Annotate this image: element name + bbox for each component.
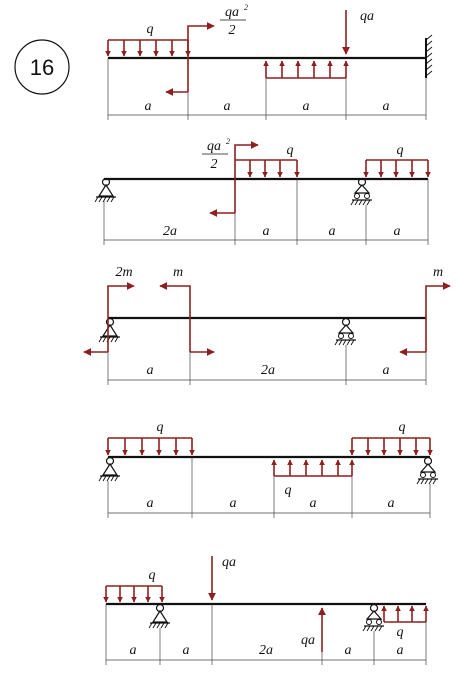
beam-5-dim-a1: a	[130, 643, 137, 658]
beam-5-roller-support	[362, 603, 384, 632]
beam-4-dim-a1: a	[147, 496, 154, 511]
beam-2-moment-den: 2	[211, 157, 218, 172]
beam-5-pin-support	[148, 603, 170, 629]
beam-1-dimensions: a a a a	[107, 58, 427, 120]
beam-3-dim-a2: a	[383, 363, 390, 378]
beam-1-dim-a2: a	[224, 99, 231, 114]
beam-2-distributed-load-mid: q	[235, 143, 300, 178]
beam-1-qa-label: qa	[360, 9, 374, 24]
beam-1-dim-a4: a	[383, 99, 390, 114]
beam-4-dim-a4: a	[388, 496, 395, 511]
beam-4-dim-a2: a	[230, 496, 237, 511]
beam-5-dimensions: a a 2a a a	[105, 604, 427, 665]
beam-5: q qa qa q a	[103, 555, 429, 665]
beam-5-point-load-down: qa	[208, 555, 236, 601]
beam-5-qa-label-top: qa	[222, 555, 236, 570]
problem-number: 16	[14, 39, 70, 95]
beam-4-dim-a3: a	[310, 496, 317, 511]
beam-2-dimensions: 2a a a a	[103, 179, 429, 245]
beam-3-moment-m-mid: m	[159, 265, 215, 356]
beam-2-pin-support	[94, 177, 116, 203]
beam-4-q-label-right: q	[399, 420, 406, 435]
beam-5-qa-label-bottom: qa	[301, 633, 315, 648]
beam-4-q-label-mid: q	[285, 483, 292, 498]
beam-3-moment-m-right: m	[399, 265, 451, 356]
beam-2-dim-a2: a	[329, 224, 336, 239]
beam-1-dim-a3: a	[303, 99, 310, 114]
beam-5-distributed-load-left: q	[103, 568, 165, 603]
beam-3-2m-label: 2m	[115, 265, 132, 280]
beam-3-roller-support	[334, 317, 356, 346]
beam-3: 2m m m a 2a a	[83, 265, 451, 385]
beam-2-dim-2a: 2a	[163, 224, 177, 239]
beam-2-q-label-right: q	[397, 143, 404, 158]
beam-3-dim-a1: a	[147, 363, 154, 378]
beam-4-distributed-load-mid: q	[271, 459, 355, 498]
beam-1-distributed-load-up	[263, 60, 349, 79]
beam-4: q q q	[98, 420, 438, 518]
beam-5-dim-a2: a	[183, 643, 190, 658]
beam-5-dim-a4: a	[397, 643, 404, 658]
beam-5-point-load-up: qa	[301, 607, 326, 652]
beam-4-q-label-left: q	[157, 420, 164, 435]
beam-2-dim-a3: a	[394, 224, 401, 239]
beam-5-q-label-right: q	[397, 625, 404, 640]
beam-5-distributed-load-right: q	[381, 605, 429, 640]
problem-number-text: 16	[30, 55, 54, 80]
beam-1-q-label: q	[147, 22, 154, 37]
beam-2: qa 2 2 q q	[94, 137, 431, 245]
beam-4-dimensions: a a a a	[107, 457, 431, 518]
beam-4-distributed-load-left: q	[105, 420, 195, 456]
beam-5-dim-2a: 2a	[259, 643, 273, 658]
beam-2-distributed-load-right: q	[363, 143, 431, 178]
beam-1-moment-sup: 2	[244, 3, 248, 12]
beam-4-roller-support	[416, 456, 438, 485]
beam-5-q-label-left: q	[149, 568, 156, 583]
beam-1-moment-den: 2	[229, 23, 236, 38]
beam-4-pin-support	[98, 456, 120, 482]
beam-4-distributed-load-right: q	[349, 420, 433, 456]
beam-2-dim-a1: a	[263, 224, 270, 239]
beam-2-roller-support	[350, 177, 372, 206]
beam-1-moment: qa 2 2	[165, 3, 248, 96]
beam-1-dim-a1: a	[145, 99, 152, 114]
beam-2-q-label-mid: q	[287, 143, 294, 158]
beam-2-moment-num: qa	[207, 139, 221, 154]
beam-5-dim-a3: a	[345, 643, 352, 658]
beam-1-distributed-load-left: q	[105, 22, 191, 57]
beam-1-moment-num: qa	[225, 5, 239, 20]
beam-3-moment-2m: 2m	[83, 265, 135, 356]
beam-1-point-load: qa	[342, 9, 374, 55]
beam-1-fixed-support	[425, 34, 433, 78]
beam-3-dimensions: a 2a a	[107, 345, 427, 385]
beam-2-moment-sup: 2	[226, 137, 230, 146]
beam-3-m-label-mid: m	[173, 265, 183, 280]
beam-3-m-label-right: m	[433, 265, 443, 280]
beam-3-dim-2a: 2a	[261, 363, 275, 378]
beam-3-pin-support	[98, 317, 120, 343]
beam-1: q qa 2 2 qa	[105, 3, 433, 120]
beam-2-moment: qa 2 2	[202, 137, 259, 217]
